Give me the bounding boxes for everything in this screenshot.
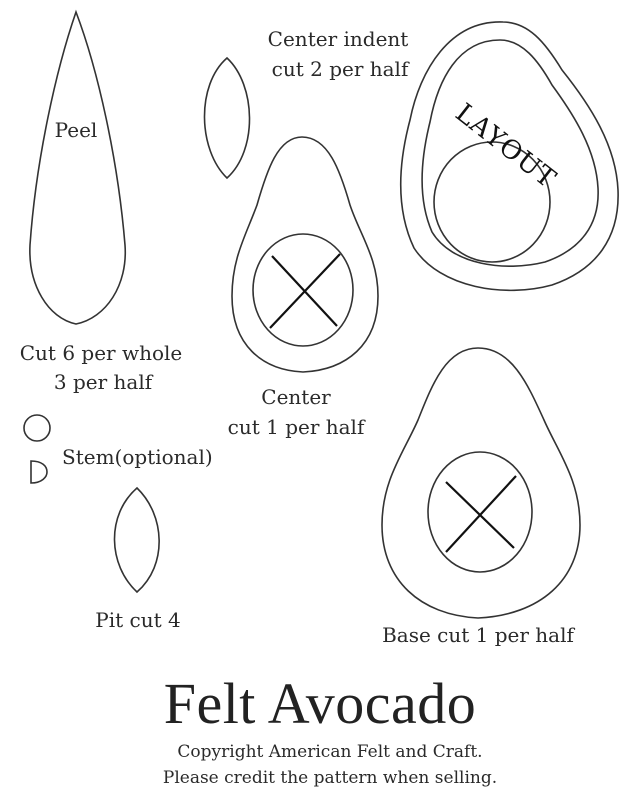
stem-label: Stem(optional) bbox=[62, 445, 213, 469]
stem-half-circle bbox=[30, 460, 48, 484]
credit-line2: Please credit the pattern when selling. bbox=[162, 768, 498, 788]
credit-line1: Copyright American Felt and Craft. bbox=[177, 742, 483, 762]
layout-outer bbox=[399, 21, 619, 292]
center-label-line1: Center bbox=[261, 385, 331, 409]
page-title: Felt Avocado bbox=[163, 671, 477, 736]
base-label: Base cut 1 per half bbox=[382, 623, 574, 647]
base-hole bbox=[427, 451, 533, 573]
peel-shape bbox=[29, 9, 127, 325]
base-shape bbox=[381, 347, 581, 619]
center-hole bbox=[252, 233, 354, 347]
peel-label: Peel bbox=[54, 118, 98, 142]
pit-shape bbox=[113, 486, 160, 594]
peel-cut-line2: 3 per half bbox=[53, 370, 153, 394]
center-label-line2: cut 1 per half bbox=[227, 415, 365, 439]
layout-shape bbox=[399, 21, 619, 292]
center-cross-line-b bbox=[269, 253, 341, 329]
center-indent-label-line1: Center indent bbox=[267, 27, 409, 51]
pit-label: Pit cut 4 bbox=[95, 608, 181, 632]
layout-middle bbox=[421, 39, 599, 267]
center-indent-label-line2: cut 2 per half bbox=[271, 57, 409, 81]
stem-circle bbox=[23, 414, 51, 442]
center-outline bbox=[231, 136, 379, 373]
peel-cut-line1: Cut 6 per whole bbox=[19, 341, 183, 365]
base-cross-line-b bbox=[445, 475, 517, 553]
base-outline bbox=[381, 347, 581, 619]
center-indent-shape bbox=[203, 56, 251, 180]
layout-inner bbox=[433, 141, 551, 263]
center-shape bbox=[231, 136, 379, 373]
